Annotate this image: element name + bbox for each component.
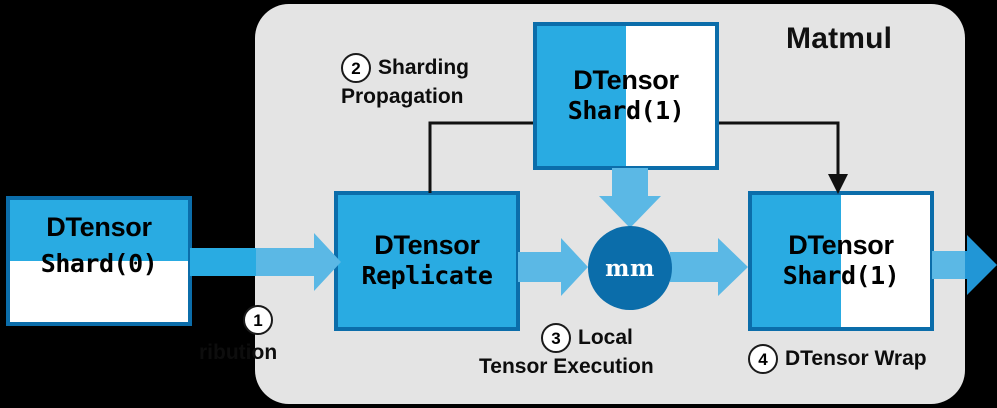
dtensor-box-replicate[interactable]: DTensor Replicate bbox=[334, 191, 520, 331]
dtensor-output-spec: Shard(1) bbox=[782, 261, 900, 291]
step-4-number: 4 bbox=[748, 344, 778, 374]
shard-half-white bbox=[10, 261, 188, 322]
step-3-line1: Local bbox=[578, 326, 633, 350]
dtensor-box-weight[interactable]: DTensor Shard(1) bbox=[533, 22, 719, 170]
panel-title: Matmul bbox=[786, 22, 893, 55]
step-3-line2: Tensor Execution bbox=[479, 355, 654, 378]
step-4-annotation: 4 DTensor Wrap bbox=[748, 344, 927, 374]
dtensor-box-input[interactable]: DTensor Shard(0) bbox=[6, 196, 192, 326]
shard-half-white bbox=[841, 195, 930, 327]
step-2-annotation: 2 Sharding Propagation bbox=[341, 53, 469, 109]
shard-half-blue bbox=[537, 26, 626, 166]
mm-op-node[interactable]: mm bbox=[588, 226, 672, 310]
mm-op-label: mm bbox=[605, 254, 655, 282]
dtensor-box-output[interactable]: DTensor Shard(1) bbox=[748, 191, 934, 331]
step-1-number: 1 bbox=[243, 305, 273, 335]
dtensor-replicate-title: DTensor bbox=[374, 229, 480, 260]
step-1-annotation: 1 ribution bbox=[199, 305, 280, 365]
shard-half-blue bbox=[10, 200, 188, 261]
replicate-fill bbox=[338, 195, 516, 327]
step-1-line2: ribution bbox=[199, 341, 278, 364]
step-4-line1: DTensor Wrap bbox=[785, 347, 927, 371]
step-2-number: 2 bbox=[341, 53, 371, 83]
dtensor-output-title: DTensor bbox=[788, 229, 894, 260]
step-3-number: 3 bbox=[541, 323, 571, 353]
step-2-line2: Propagation bbox=[341, 85, 464, 108]
step-2-line1: Sharding bbox=[378, 56, 470, 80]
shard-half-white bbox=[626, 26, 715, 166]
dtensor-replicate-spec: Replicate bbox=[361, 261, 493, 291]
dtensor-weight-title: DTensor bbox=[573, 64, 679, 95]
dtensor-input-title: DTensor bbox=[46, 212, 152, 242]
step-3-annotation: 3 Local Tensor Execution bbox=[479, 323, 654, 379]
shard-half-blue bbox=[752, 195, 841, 327]
dtensor-input-spec: Shard(0) bbox=[40, 249, 158, 279]
dtensor-weight-spec: Shard(1) bbox=[567, 96, 685, 126]
